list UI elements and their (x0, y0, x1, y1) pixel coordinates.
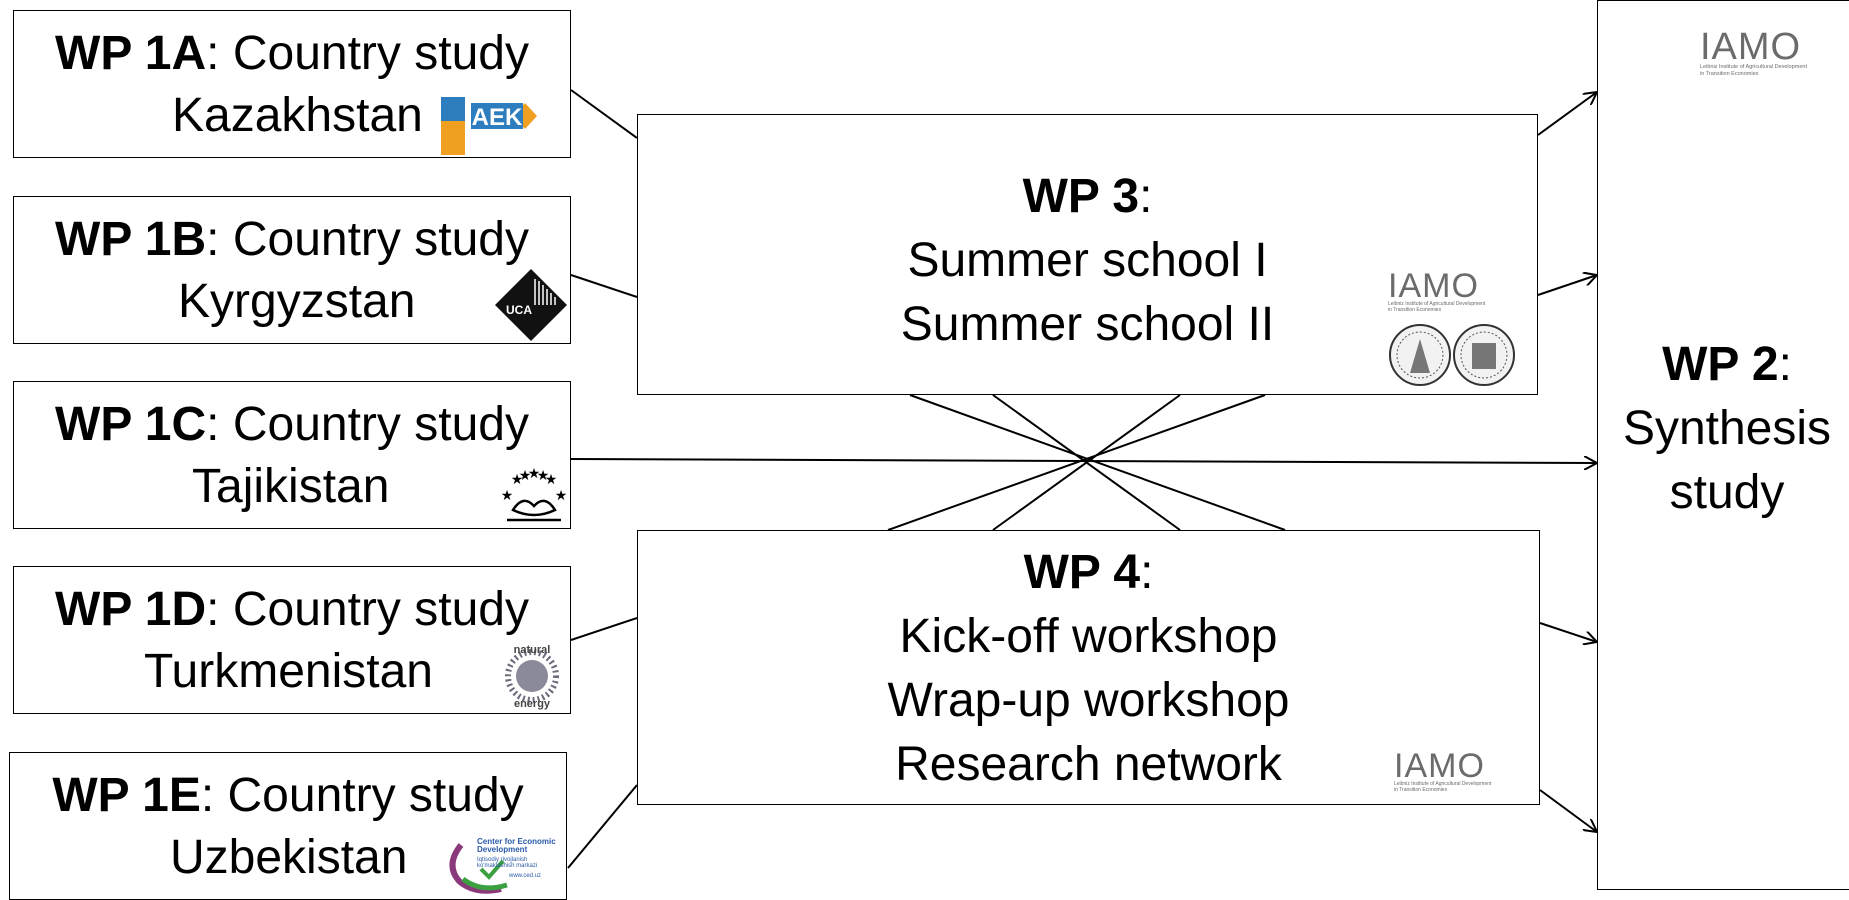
wp1e-country: Uzbekistan (170, 831, 408, 884)
iamo-wordmark: IAMO (1388, 267, 1479, 305)
wp1d-code: WP 1D (55, 583, 207, 636)
svg-text:★: ★ (537, 467, 550, 483)
crown-stars-logo: ★★★ ★★★★ (501, 465, 568, 522)
ced-line-4: ko'maklashish markazi (477, 863, 537, 869)
wp1b-country: Kyrgyzstan (178, 275, 416, 328)
iamo-tagline-1: Leibniz Institute of Agricultural Develo… (1394, 781, 1492, 787)
wp1a-box: WP 1A: Country study Kazakhstan AEK (13, 10, 571, 158)
aek-logo: AEK (441, 97, 537, 155)
wp1e-suffix: : Country study (200, 769, 524, 822)
wp3-code: WP 3 (1022, 170, 1140, 223)
wp3-line-1: Summer school I (907, 234, 1268, 287)
svg-text:★: ★ (555, 487, 568, 503)
wp4-line-1: Kick-off workshop (899, 610, 1278, 663)
wp1a-code: WP 1A (55, 27, 207, 80)
wp1c-code: WP 1C (55, 398, 207, 451)
natural-energy-logo: natural energy (505, 644, 559, 710)
wp4-line-3: Research network (895, 738, 1282, 791)
wp1a-suffix: : Country study (206, 27, 529, 80)
ced-line-5: www.ced.uz (508, 873, 541, 879)
wp1b-title: WP 1B: Country study (14, 211, 570, 269)
ced-line-2: Development (477, 845, 528, 854)
wp1e-box: WP 1E: Country study Uzbekistan Center f… (9, 752, 567, 900)
wp4-title: WP 4: (638, 541, 1539, 605)
wp4-code: WP 4 (1023, 546, 1141, 599)
iamo-wordmark: IAMO (1700, 26, 1801, 68)
iamo-tagline-2: in Transition Economies (1394, 787, 1448, 793)
wp4-suffix: : (1140, 546, 1154, 599)
iamo-wordmark: IAMO (1394, 747, 1485, 785)
svg-text:★: ★ (528, 465, 541, 481)
arrow-wp3-wp2-top (1537, 92, 1597, 136)
svg-text:★: ★ (545, 471, 558, 487)
wp4-box: WP 4: Kick-off workshop Wrap-up workshop… (637, 530, 1540, 805)
iamo-logo: IAMO Leibniz Institute of Agricultural D… (1394, 747, 1492, 793)
iamo-tagline-2: in Transition Economies (1388, 307, 1442, 313)
svg-text:★: ★ (511, 471, 524, 487)
university-seals-logo (1389, 324, 1515, 386)
svg-text:★: ★ (501, 487, 514, 503)
ced-line-1: Center for Economic (477, 837, 556, 846)
wp1d-suffix: : Country study (206, 583, 529, 636)
wp1e-title: WP 1E: Country study (10, 767, 566, 825)
wp2-line-1: Synthesis (1622, 402, 1832, 455)
wp1e-code: WP 1E (52, 769, 201, 822)
iamo-tagline-2: in Transition Economies (1700, 71, 1759, 77)
wp1b-code: WP 1B (55, 213, 207, 266)
connector-cross-4 (887, 394, 1266, 531)
wp2-title: WP 2: (1598, 333, 1849, 397)
uca-logo: UCA (495, 269, 567, 341)
wp1c-box: WP 1C: Country study Tajikistan ★★★ ★★★★ (13, 381, 571, 529)
arrow-wp3-wp2-mid (1537, 275, 1597, 296)
wp1b-suffix: : Country study (206, 213, 529, 266)
wp2-code: WP 2 (1662, 338, 1779, 391)
arrow-wp4-wp2-bottom (1539, 789, 1597, 832)
wp1d-title: WP 1D: Country study (14, 581, 570, 639)
connector-cross-3 (992, 394, 1181, 531)
wp3-suffix: : (1139, 170, 1153, 223)
ced-logo: Center for Economic Development Iqtisodi… (449, 837, 556, 894)
connector-wp1e-wp4 (567, 784, 638, 869)
wp1c-title: WP 1C: Country study (14, 396, 570, 454)
wp3-box: WP 3: Summer school I Summer school II I… (637, 114, 1538, 395)
natural-energy-text-bottom: energy (514, 698, 551, 710)
arrow-wp1c-wp2 (570, 459, 1597, 463)
connector-wp1d-wp4 (570, 617, 638, 641)
svg-text:★: ★ (519, 467, 532, 483)
wp4-line-2: Wrap-up workshop (887, 674, 1290, 727)
connector-wp1a-wp3 (570, 89, 638, 139)
wp1d-country: Turkmenistan (144, 645, 433, 698)
wp1c-country: Tajikistan (192, 460, 390, 513)
wp3-title: WP 3: (638, 165, 1537, 229)
wp2-box: IAMO Leibniz Institute of Agricultural D… (1597, 0, 1849, 890)
arrow-wp4-wp2-mid (1539, 622, 1597, 642)
wp1a-country: Kazakhstan (172, 89, 423, 142)
connector-wp1b-wp3 (570, 274, 638, 298)
iamo-tagline-1: Leibniz Institute of Agricultural Develo… (1388, 301, 1486, 307)
wp1a-title: WP 1A: Country study (14, 25, 570, 83)
uca-logo-text: UCA (506, 303, 532, 317)
aek-logo-text: AEK (472, 104, 523, 131)
wp1c-suffix: : Country study (206, 398, 529, 451)
wp2-line-2: study (1669, 466, 1785, 519)
iamo-logo: IAMO Leibniz Institute of Agricultural D… (1388, 267, 1486, 313)
wp3-line-2: Summer school II (900, 298, 1275, 351)
ced-line-3: Iqtisodiy rivojlanish (477, 857, 527, 863)
wp1b-box: WP 1B: Country study Kyrgyzstan UCA (13, 196, 571, 344)
wp1d-box: WP 1D: Country study Turkmenistan natura… (13, 566, 571, 714)
iamo-tagline-1: Leibniz Institute of Agricultural Develo… (1700, 64, 1807, 70)
natural-energy-text-top: natural (514, 644, 551, 656)
wp2-suffix: : (1778, 338, 1792, 391)
iamo-logo: IAMO Leibniz Institute of Agricultural D… (1700, 26, 1807, 77)
connector-cross-1 (909, 394, 1286, 531)
